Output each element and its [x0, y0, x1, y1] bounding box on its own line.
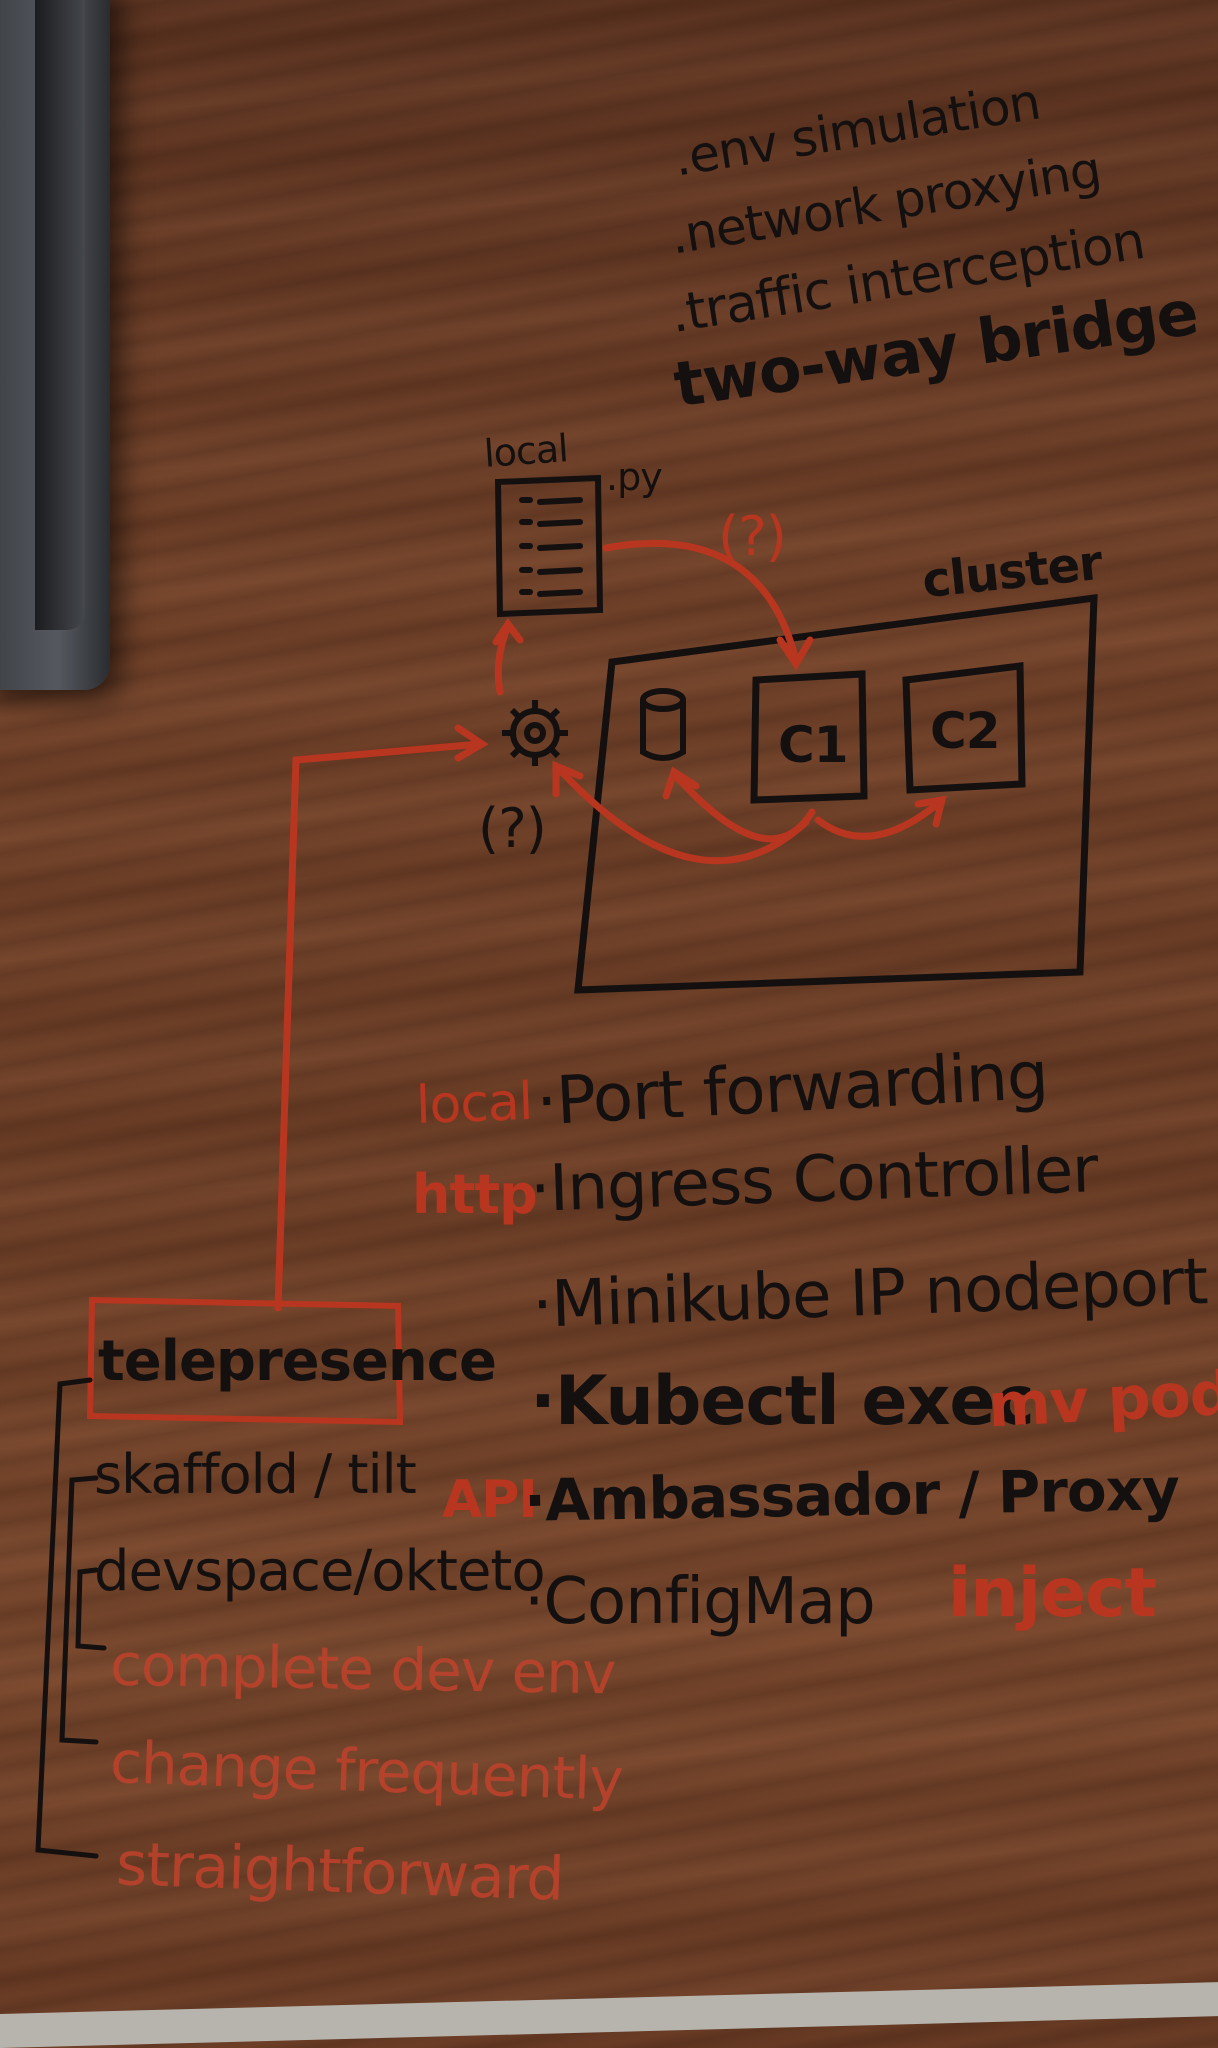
label-question-left: (?) — [478, 797, 547, 860]
tool-skaffold-tilt: skaffold / tilt — [94, 1443, 417, 1506]
arrow-cluster-to-gear — [556, 766, 810, 865]
arrow-telepresence-to-gear — [274, 740, 484, 1312]
tool-telepresence: telepresence — [98, 1329, 497, 1394]
container-c1-box — [750, 670, 868, 804]
method-kubectl-exec: ·Kubectl exec — [530, 1362, 1035, 1441]
label-container-c1: C1 — [778, 716, 848, 774]
method-ambassador-proxy: ·Ambassador / Proxy — [523, 1455, 1180, 1535]
method-ingress-controller: ·Ingress Controller — [528, 1133, 1099, 1227]
tool-change-frequently: change frequently — [108, 1728, 624, 1814]
cluster-box — [574, 593, 1098, 994]
method-tag-api: API — [442, 1470, 538, 1530]
arrow-file-to-c1 — [602, 539, 800, 664]
method-kubectl-exec-text: Kubectl exec — [554, 1362, 1035, 1441]
gear-icon — [502, 700, 568, 766]
method-tag-local: local — [414, 1071, 534, 1137]
tool-complete-dev-env: complete dev env — [109, 1630, 616, 1708]
bracket-inner — [75, 1567, 107, 1651]
bracket-middle — [59, 1475, 99, 1745]
tablet-device — [0, 0, 110, 690]
label-container-c2: C2 — [930, 702, 1000, 760]
label-local: local — [482, 426, 569, 476]
label-file-ext: .py — [606, 455, 663, 499]
tablet-edge — [35, 0, 85, 630]
database-icon — [640, 688, 686, 761]
method-configmap: ·ConfigMap — [524, 1565, 876, 1639]
local-file-icon — [494, 474, 604, 618]
telepresence-box — [86, 1296, 404, 1426]
tool-straightforward: straightforward — [114, 1829, 565, 1915]
method-tag-http: http — [412, 1163, 538, 1226]
label-question-top: (?) — [718, 505, 787, 568]
container-c2-box — [902, 662, 1026, 794]
bracket-outer — [35, 1377, 99, 1859]
method-note-inject: inject — [948, 1554, 1157, 1633]
method-configmap-text: ConfigMap — [543, 1565, 875, 1639]
method-note-mv-pod: mv pod — [986, 1358, 1218, 1442]
method-ambassador-proxy-text: Ambassador / Proxy — [544, 1455, 1180, 1535]
arrow-c1-to-c2 — [814, 798, 944, 840]
tool-devspace-okteto: devspace/okteto — [94, 1539, 546, 1604]
